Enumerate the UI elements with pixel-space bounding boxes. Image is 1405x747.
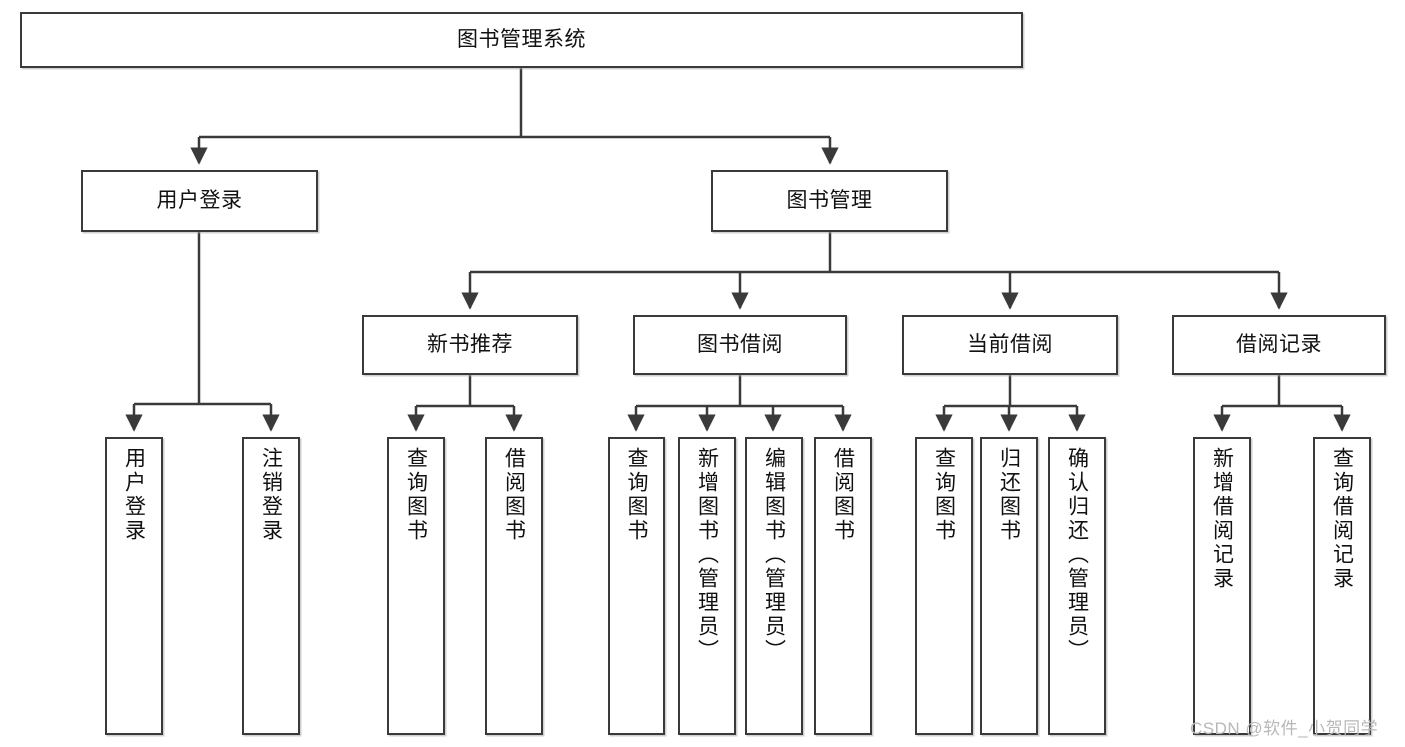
node-leaf-add-book-admin[interactable]: 新增图书（管理员） [678,437,736,735]
node-leaf-add-borrow-record[interactable]: 新增借阅记录 [1193,437,1251,735]
node-leaf-edit-book-admin[interactable]: 编辑图书（管理员） [745,437,803,735]
node-book-manage[interactable]: 图书管理 [711,170,948,232]
node-leaf-query-book-1-label: 查询图书 [404,447,428,543]
node-leaf-borrow-book-1[interactable]: 借阅图书 [485,437,543,735]
node-leaf-borrow-book-2-label: 借阅图书 [831,447,855,543]
node-root-label: 图书管理系统 [457,27,586,51]
node-new-book-rec[interactable]: 新书推荐 [362,315,578,375]
node-leaf-logout[interactable]: 注销登录 [242,437,300,735]
node-leaf-query-borrow-record-label: 查询借阅记录 [1330,447,1354,591]
node-leaf-borrow-book-1-label: 借阅图书 [502,447,526,543]
node-leaf-logout-label: 注销登录 [259,447,283,543]
node-current-borrow-label: 当前借阅 [967,332,1053,356]
node-leaf-borrow-book-2[interactable]: 借阅图书 [814,437,872,735]
node-leaf-user-login-label: 用户登录 [122,447,146,543]
node-book-borrow[interactable]: 图书借阅 [633,315,847,375]
node-leaf-return-book[interactable]: 归还图书 [980,437,1038,735]
node-leaf-query-book-3-label: 查询图书 [932,447,956,543]
node-leaf-confirm-return-admin[interactable]: 确认归还（管理员） [1048,437,1106,735]
node-current-borrow[interactable]: 当前借阅 [902,315,1118,375]
node-new-book-rec-label: 新书推荐 [427,332,513,356]
node-user-login[interactable]: 用户登录 [81,170,318,232]
node-book-manage-label: 图书管理 [786,188,873,212]
node-leaf-query-book-1[interactable]: 查询图书 [387,437,445,735]
node-leaf-query-borrow-record[interactable]: 查询借阅记录 [1313,437,1371,735]
node-book-borrow-label: 图书借阅 [697,332,783,356]
node-borrow-record-label: 借阅记录 [1236,332,1322,356]
node-leaf-edit-book-admin-label: 编辑图书（管理员） [762,447,786,663]
node-leaf-query-book-2-label: 查询图书 [625,447,648,543]
node-leaf-query-book-3[interactable]: 查询图书 [915,437,973,735]
node-leaf-add-book-admin-label: 新增图书（管理员） [695,447,719,663]
node-user-login-label: 用户登录 [156,188,243,212]
node-leaf-add-borrow-record-label: 新增借阅记录 [1210,447,1234,591]
node-borrow-record[interactable]: 借阅记录 [1172,315,1386,375]
node-leaf-query-book-2[interactable]: 查询图书 [608,437,665,735]
node-root[interactable]: 图书管理系统 [20,12,1023,68]
node-leaf-return-book-label: 归还图书 [997,447,1021,543]
node-leaf-user-login[interactable]: 用户登录 [105,437,163,735]
node-leaf-confirm-return-admin-label: 确认归还（管理员） [1065,447,1089,663]
